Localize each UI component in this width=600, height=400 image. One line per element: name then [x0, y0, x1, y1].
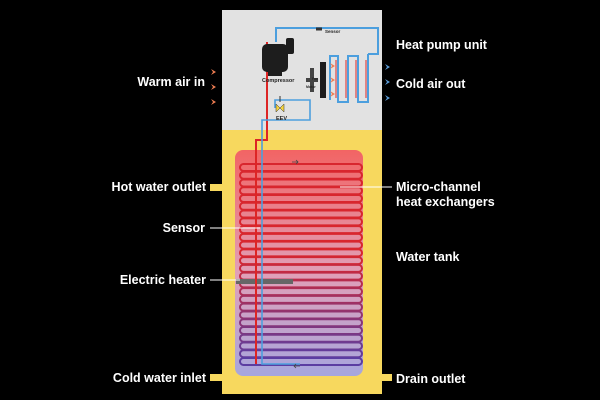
cold-air-out-label: Cold air out [396, 77, 466, 91]
sensor-label: Sensor [162, 221, 205, 235]
warm-air-arrow-icon [211, 99, 216, 105]
heat-pump-unit-panel [222, 10, 382, 130]
warm-air-in-label: Warm air in [137, 75, 205, 89]
fan-motor-icon [306, 62, 326, 98]
heat-pump-unit-label: Heat pump unit [396, 38, 487, 52]
drain-outlet-label: Drain outlet [396, 372, 466, 386]
micro-channel-label: Micro-channel heat exchangers [396, 180, 495, 210]
drain-outlet-pipe [382, 374, 392, 381]
cold-air-arrow-icon [385, 95, 390, 101]
micro-channel-coils [239, 163, 363, 366]
fan-air-arrow-icon [330, 77, 335, 83]
evaporator-coil [329, 54, 369, 103]
cold-air-arrows [385, 64, 390, 101]
electric-heater-rod [236, 279, 293, 284]
cold-air-arrow-icon [385, 79, 390, 85]
sensor-small-label: Sensor [325, 29, 341, 34]
water-tank-label: Water tank [396, 250, 460, 264]
cold-refrigerant-line [261, 99, 311, 365]
hot-water-outlet-label: Hot water outlet [111, 180, 206, 194]
evaporator-coil-hot [335, 60, 367, 98]
cold-water-inlet-label: Cold water inlet [112, 371, 206, 385]
cold-air-arrow-icon [385, 64, 390, 70]
warm-air-arrow-icon [211, 69, 216, 75]
warm-air-arrows [211, 69, 216, 105]
hot-water-outlet-pipe [210, 184, 222, 191]
warm-air-arrow-icon [211, 84, 216, 90]
fan-air-arrow-icon [330, 91, 335, 97]
eev-label: EEV [276, 116, 287, 122]
flow-arrow-top [292, 159, 299, 165]
micro-channel-label-line2: heat exchangers [396, 195, 495, 209]
fan-air-arrow-icon [330, 63, 335, 69]
refrigerant-line-top [275, 27, 379, 55]
compressor-icon [262, 38, 294, 76]
electric-heater-label: Electric heater [119, 273, 206, 287]
fan-label: Fan [312, 77, 318, 81]
coil-loop [239, 357, 363, 366]
micro-channel-label-line1: Micro-channel [396, 180, 481, 194]
eev-valve-icon [275, 96, 285, 113]
compressor-label: Compressor [262, 78, 295, 84]
fan-air-arrows [330, 63, 335, 97]
flow-arrow-bottom [293, 363, 300, 369]
cold-water-inlet-pipe [210, 374, 222, 381]
motor-label: Motor [306, 85, 316, 89]
